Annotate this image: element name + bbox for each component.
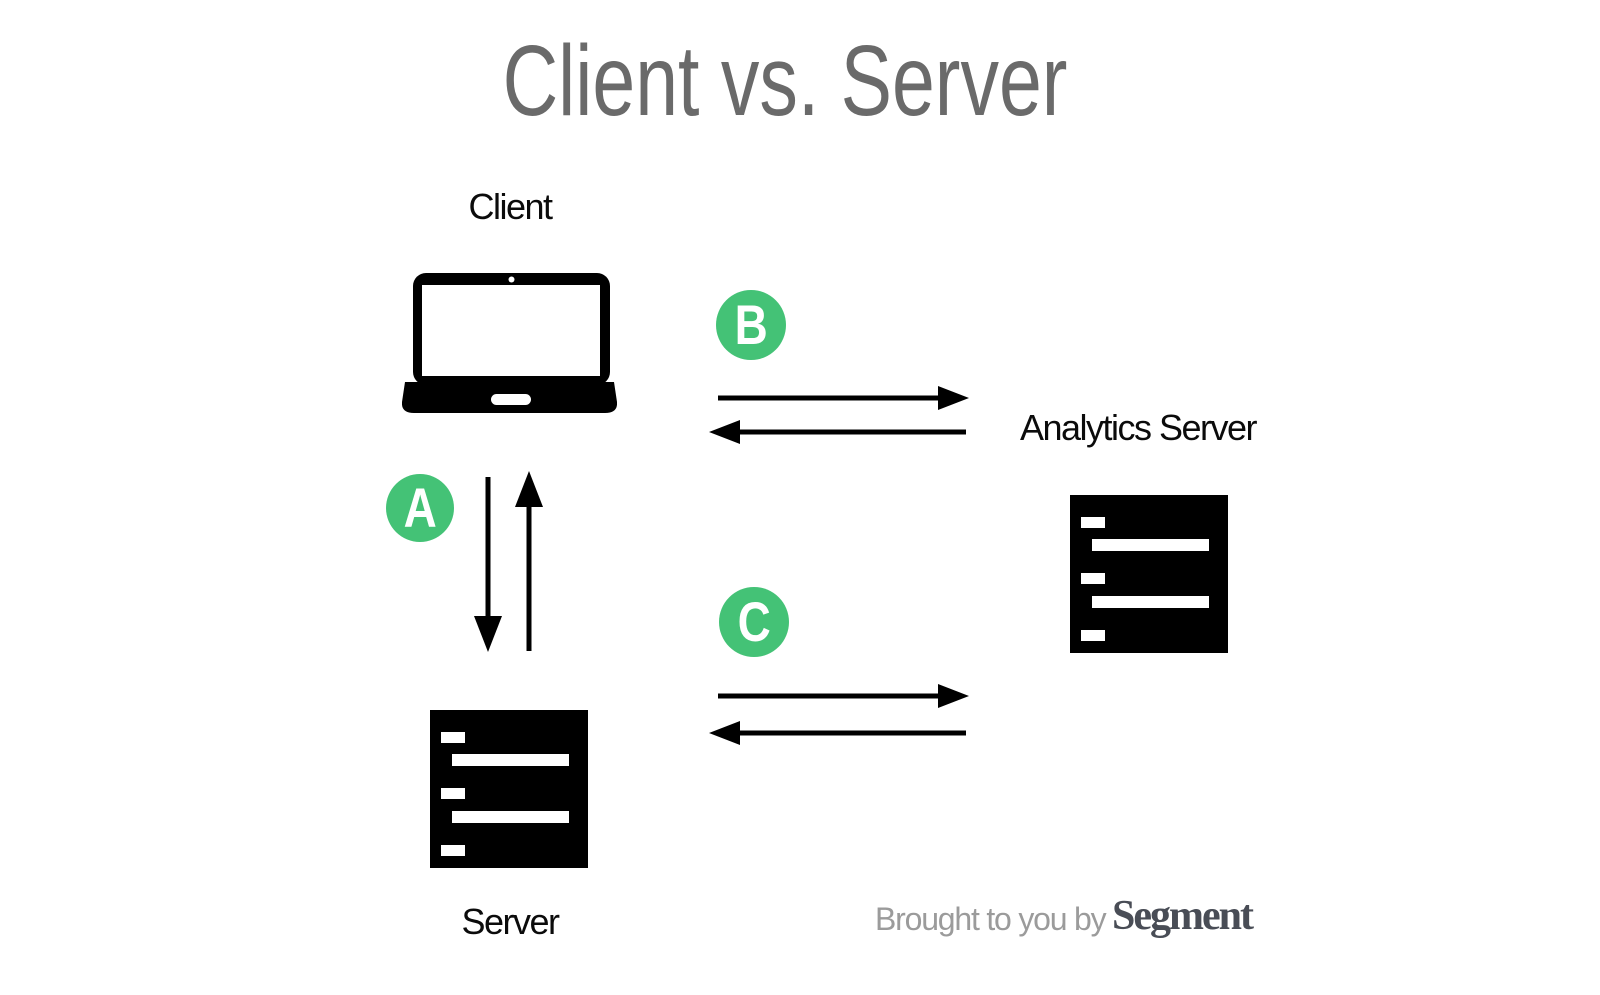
badge-a: A <box>386 474 454 542</box>
badge-b: B <box>716 290 786 360</box>
analytics-server-node <box>1070 495 1228 653</box>
server-rack-icon <box>1070 495 1228 653</box>
client-label: Client <box>468 186 553 227</box>
footer-credit-text: Brought to you by <box>875 901 1107 937</box>
arrow-analytics-to-server-left <box>709 721 966 745</box>
badge-b-letter: B <box>734 293 768 356</box>
badge-a-letter: A <box>403 476 437 539</box>
page-title: Client vs. Server <box>502 25 1068 137</box>
badge-c: C <box>719 587 789 657</box>
arrow-client-to-analytics-right <box>718 386 969 410</box>
arrow-client-to-server-down <box>474 477 502 652</box>
server-label: Server <box>461 901 560 942</box>
arrow-analytics-to-client-left <box>709 420 966 444</box>
analytics-server-label: Analytics Server <box>1019 407 1258 448</box>
server-node <box>430 710 588 868</box>
laptop-icon <box>402 273 617 413</box>
segment-wordmark: Segment <box>1112 893 1254 939</box>
client-node <box>402 273 617 413</box>
server-rack-icon <box>430 710 588 868</box>
arrow-server-to-analytics-right <box>718 684 969 708</box>
arrow-server-to-client-up <box>515 471 543 651</box>
badge-c-letter: C <box>737 590 771 653</box>
